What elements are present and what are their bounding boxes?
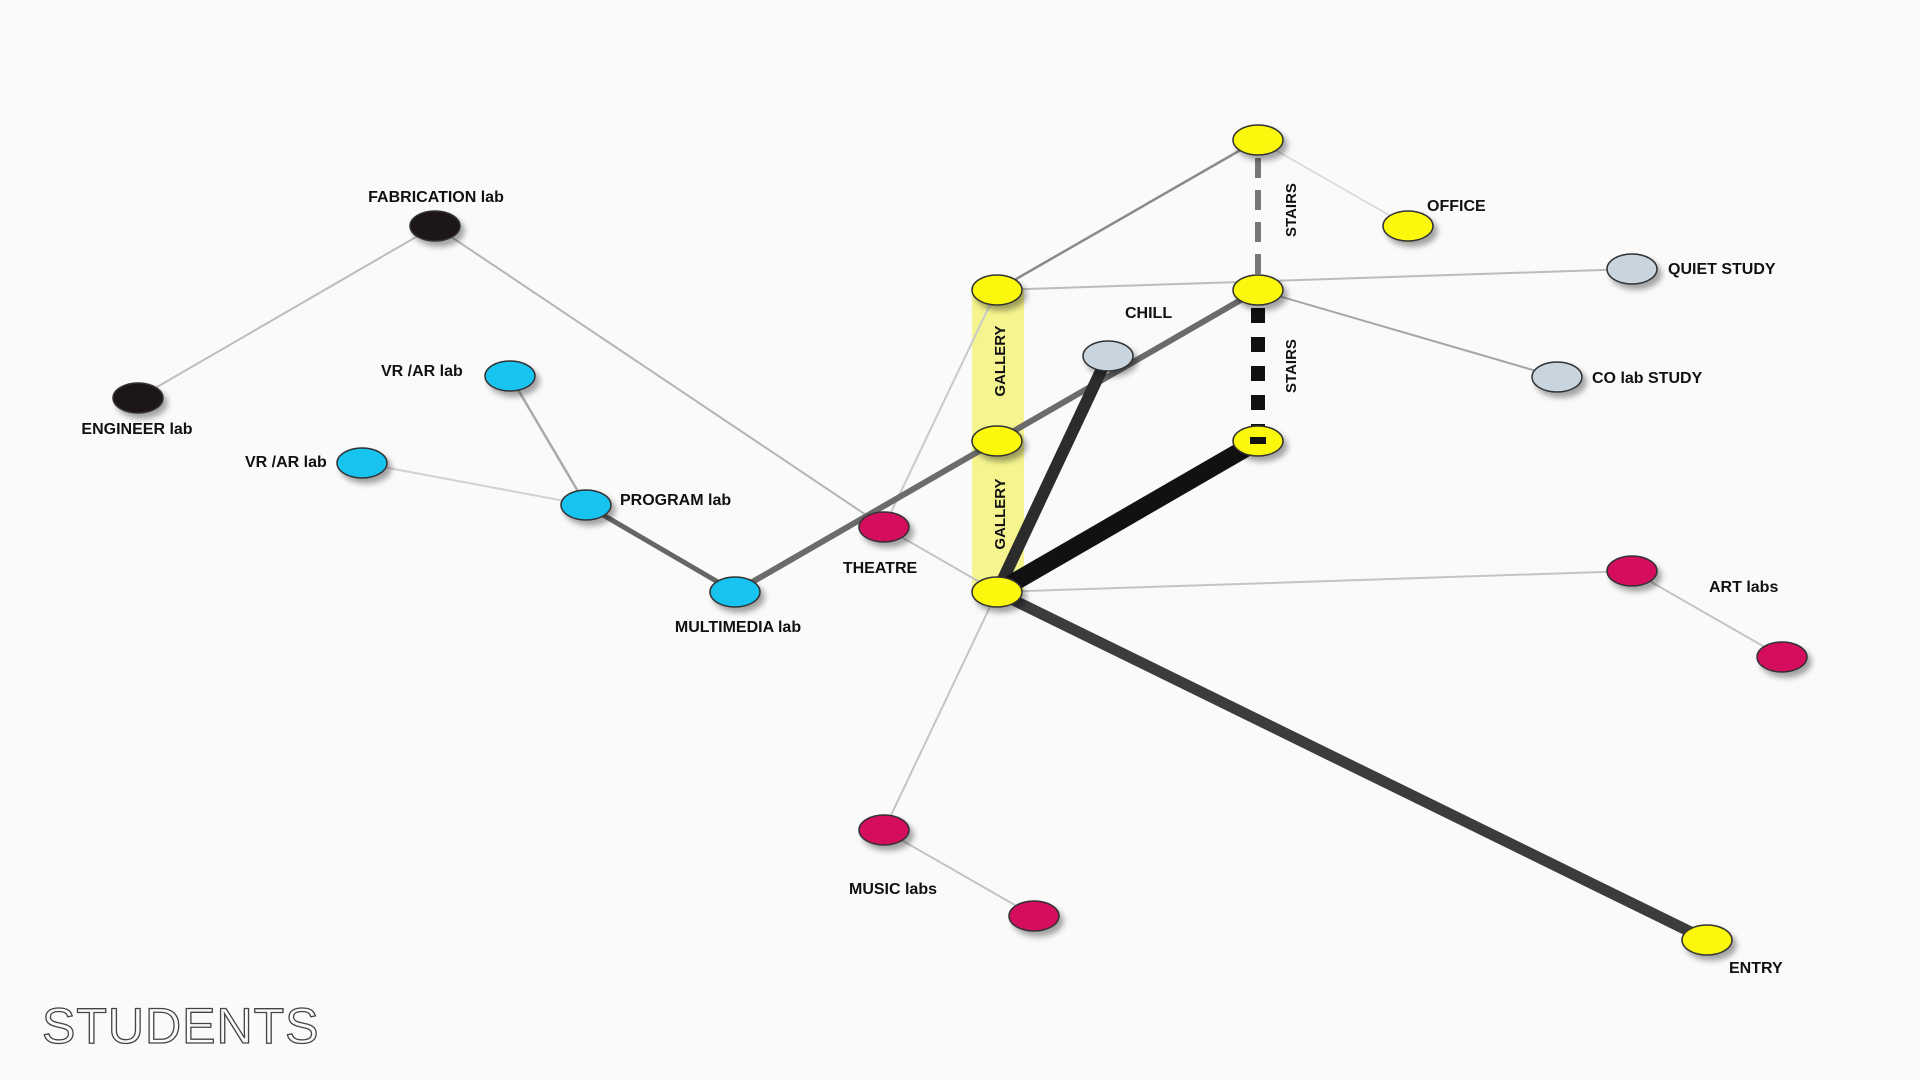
label-chill: CHILL <box>1125 305 1172 322</box>
edge-stair-mid-colab <box>1257 289 1558 378</box>
label-stairs-bottom: STAIRS <box>1283 339 1300 393</box>
node-office <box>1382 210 1434 242</box>
label-fabrication: FABRICATION lab <box>368 189 504 206</box>
edge-program-multimedia <box>583 502 738 595</box>
label-stairs-top: STAIRS <box>1283 183 1300 237</box>
vertical-labels: GALLERY GALLERY STAIRS STAIRS <box>992 183 1300 550</box>
node-hub <box>971 576 1023 608</box>
label-entry: ENTRY <box>1729 960 1783 977</box>
label-quiet: QUIET STUDY <box>1668 261 1776 278</box>
node-art <box>1606 555 1658 587</box>
label-gallery-top: GALLERY <box>992 325 1009 396</box>
edge-office-node-office <box>1257 139 1409 227</box>
label-colab: CO lab STUDY <box>1592 370 1703 387</box>
node-quiet <box>1606 253 1658 285</box>
label-engineer: ENGINEER lab <box>81 421 192 438</box>
edge-hub-stair-bottom <box>988 432 1267 601</box>
node-gallery-mid <box>971 425 1023 457</box>
node-multimedia <box>709 576 761 608</box>
edge-hub-music <box>883 591 998 831</box>
edge-gallery-top-office-node <box>995 138 1260 292</box>
node-art-2 <box>1756 641 1808 673</box>
edge-hub-art <box>996 570 1633 593</box>
edge-hub-entry <box>991 586 1713 946</box>
node-program <box>560 489 612 521</box>
node-stair-mid <box>1232 274 1284 306</box>
edge-theatre-hub <box>883 526 998 593</box>
edge-art-art2 <box>1631 570 1783 658</box>
label-theatre: THEATRE <box>843 560 918 577</box>
node-colab <box>1531 361 1583 393</box>
label-program: PROGRAM lab <box>620 492 731 509</box>
edge-gallery-top-quiet <box>996 268 1633 291</box>
node-music <box>858 814 910 846</box>
node-vrar-top <box>484 360 536 392</box>
node-engineer <box>112 382 164 414</box>
node-labels: FABRICATION lab ENGINEER lab VR /AR lab … <box>81 189 1783 977</box>
node-stair-top <box>1232 124 1284 156</box>
node-vrar-left <box>336 447 388 479</box>
thin-connections <box>137 138 1783 917</box>
stairs-marker <box>1250 437 1266 444</box>
label-vrar-left: VR /AR lab <box>245 454 327 471</box>
thick-connections <box>988 350 1713 946</box>
label-vrar-top: VR /AR lab <box>381 363 463 380</box>
edge-hub-chill <box>991 350 1114 598</box>
edge-vrar-top-program <box>508 374 588 507</box>
edge-vrar-left-program <box>361 462 587 506</box>
label-office: OFFICE <box>1427 198 1486 215</box>
edge-fabrication-theatre <box>434 225 885 528</box>
label-gallery-bottom: GALLERY <box>992 478 1009 549</box>
caption-students: STUDENTS <box>42 998 319 1054</box>
label-multimedia: MULTIMEDIA lab <box>675 619 801 636</box>
node-fabrication <box>409 210 461 242</box>
node-music-2 <box>1008 900 1060 932</box>
label-art: ART labs <box>1709 579 1778 596</box>
edge-theatre-gallery-top <box>883 289 998 528</box>
medium-connections <box>583 287 1261 595</box>
label-music: MUSIC labs <box>849 881 937 898</box>
edge-engineer-fabrication <box>137 225 436 399</box>
edge-music-music2 <box>883 829 1035 917</box>
node-theatre <box>858 511 910 543</box>
node-entry <box>1681 924 1733 956</box>
node-chill <box>1082 340 1134 372</box>
node-gallery-top <box>971 274 1023 306</box>
nodes <box>112 124 1808 956</box>
